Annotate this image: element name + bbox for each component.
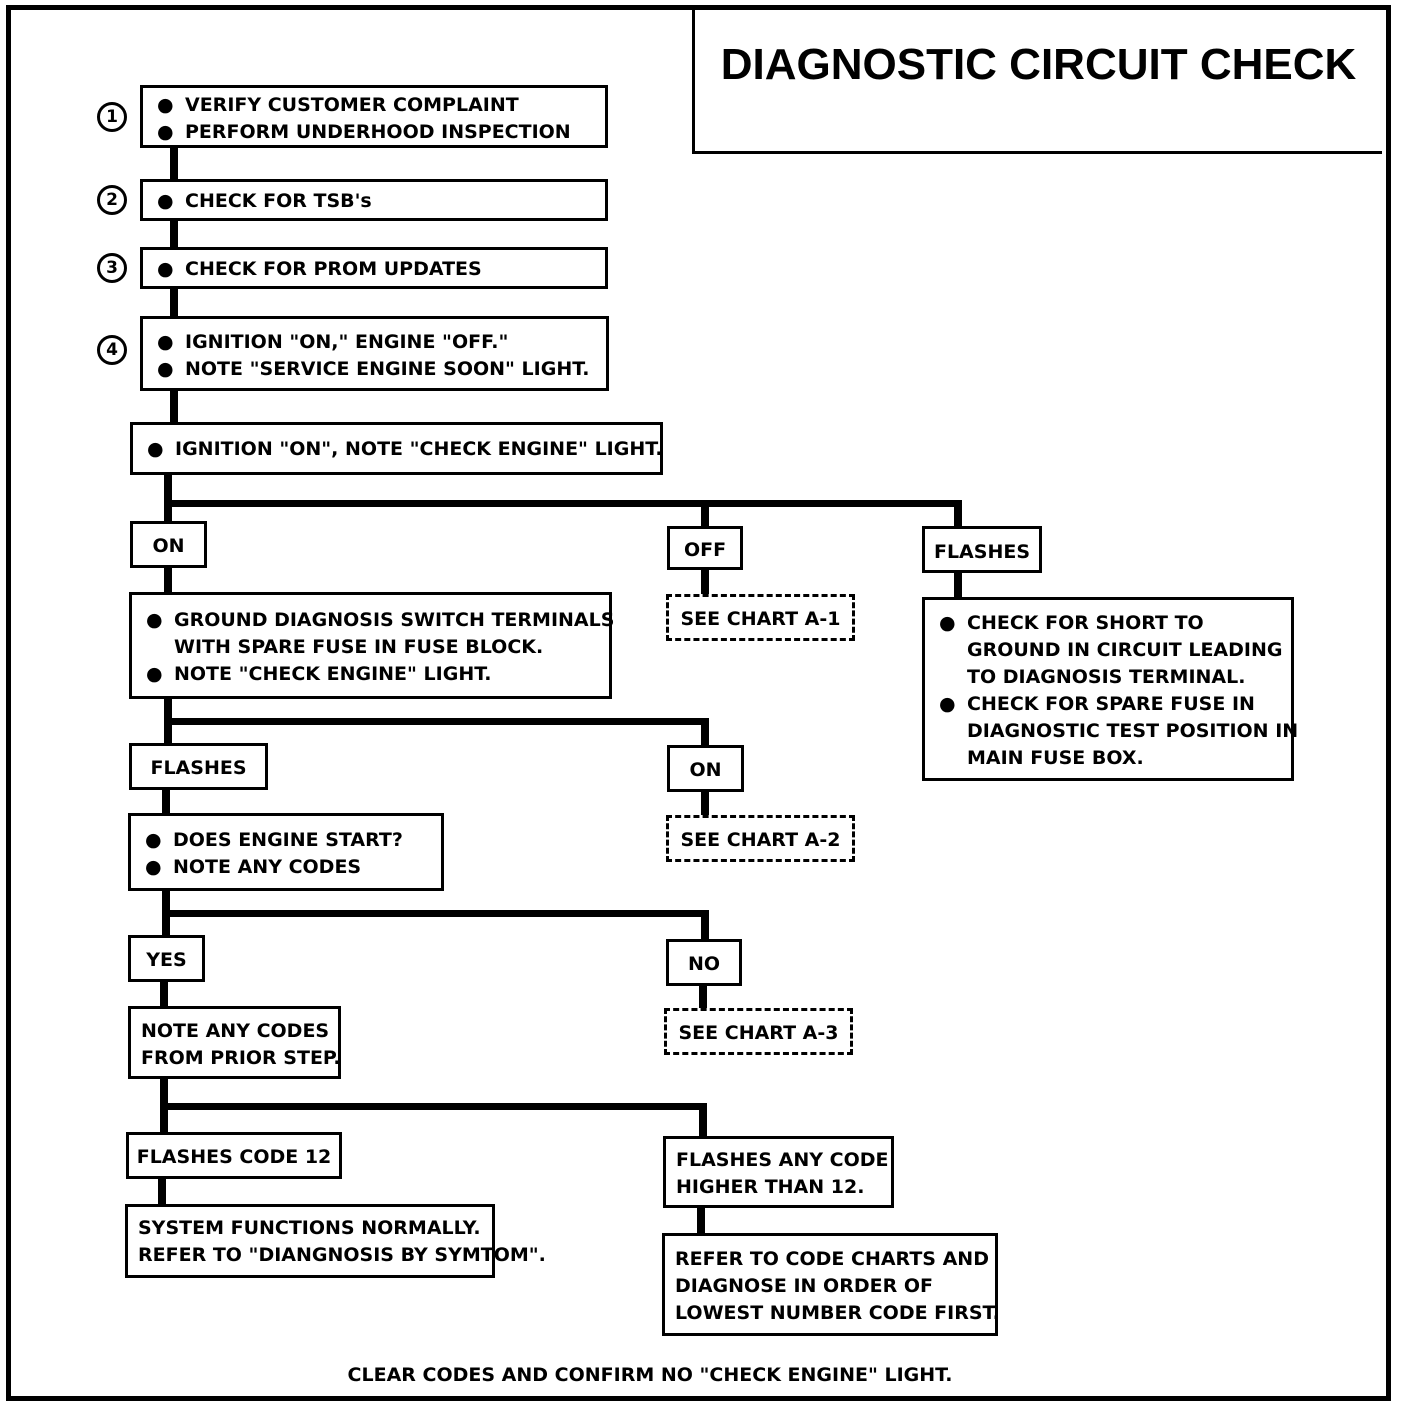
connector	[701, 910, 709, 942]
flashes-label-2: FLASHES	[129, 743, 268, 790]
connector	[164, 718, 709, 725]
connector	[170, 390, 178, 424]
refer-code-charts-line-2: DIAGNOSE IN ORDER OF	[675, 1275, 933, 1297]
connector	[164, 473, 172, 523]
see-chart-a3: SEE CHART A-3	[664, 1008, 853, 1055]
engine-check-box: ●DOES ENGINE START? ●NOTE ANY CODES	[128, 813, 444, 891]
short-check-line-2: GROUND IN CIRCUIT LEADING	[967, 639, 1283, 661]
connector	[701, 790, 709, 818]
step-number-4: 4	[97, 335, 127, 365]
footer-note: CLEAR CODES AND CONFIRM NO "CHECK ENGINE…	[347, 1364, 953, 1386]
higher-code-box: FLASHES ANY CODE HIGHER THAN 12.	[663, 1136, 894, 1208]
no-label: NO	[666, 939, 742, 986]
connector	[160, 981, 168, 1009]
title-box: DIAGNOSTIC CIRCUIT CHECK	[692, 10, 1382, 154]
step-1-line-2: PERFORM UNDERHOOD INSPECTION	[185, 121, 571, 143]
ground-check-box: ●GROUND DIAGNOSIS SWITCH TERMINALS WITH …	[129, 592, 615, 699]
note-codes-box: NOTE ANY CODES FROM PRIOR STEP.	[128, 1006, 341, 1079]
step-2-box: ●CHECK FOR TSB's	[140, 179, 608, 221]
engine-check-line-2: NOTE ANY CODES	[173, 856, 362, 878]
on-label: ON	[130, 521, 207, 568]
step-4-line-1: IGNITION "ON," ENGINE "OFF."	[185, 331, 509, 353]
refer-code-charts-line-1: REFER TO CODE CHARTS AND	[675, 1248, 989, 1270]
note-codes-line-1: NOTE ANY CODES	[141, 1020, 330, 1042]
off-label: OFF	[667, 526, 743, 570]
short-check-line-4: CHECK FOR SPARE FUSE IN	[967, 693, 1255, 715]
connector	[170, 288, 178, 318]
connector	[164, 500, 962, 507]
normal-function-box: SYSTEM FUNCTIONS NORMALLY. REFER TO "DIA…	[125, 1204, 546, 1278]
connector	[162, 788, 170, 816]
yes-label: YES	[128, 935, 205, 982]
step-1-line-1: VERIFY CUSTOMER COMPLAINT	[185, 94, 519, 116]
step-number-3: 3	[97, 253, 127, 283]
connector	[701, 500, 709, 528]
connector	[701, 568, 709, 596]
connector	[699, 1103, 707, 1139]
short-check-line-6: MAIN FUSE BOX.	[967, 747, 1144, 769]
step-2-line-1: CHECK FOR TSB's	[185, 190, 372, 212]
ground-check-line-2: WITH SPARE FUSE IN FUSE BLOCK.	[174, 636, 544, 658]
normal-function-line-1: SYSTEM FUNCTIONS NORMALLY.	[138, 1217, 481, 1239]
normal-function-line-2: REFER TO "DIANGNOSIS BY SYMTOM".	[138, 1244, 546, 1266]
outer-frame	[6, 5, 1391, 1401]
refer-code-charts-box: REFER TO CODE CHARTS AND DIAGNOSE IN ORD…	[662, 1233, 1000, 1336]
ground-check-line-3: NOTE "CHECK ENGINE" LIGHT.	[174, 663, 492, 685]
see-chart-a1: SEE CHART A-1	[666, 594, 855, 641]
flashes-label: FLASHES	[922, 526, 1042, 573]
engine-check-line-1: DOES ENGINE START?	[173, 829, 403, 851]
step-3-line-1: CHECK FOR PROM UPDATES	[185, 258, 482, 280]
see-chart-a2: SEE CHART A-2	[666, 815, 855, 862]
refer-code-charts-line-3: LOWEST NUMBER CODE FIRST.	[675, 1302, 1000, 1324]
connector	[697, 1206, 705, 1236]
connector	[158, 1177, 166, 1207]
ignition-check-box: ●IGNITION "ON", NOTE "CHECK ENGINE" LIGH…	[130, 422, 663, 475]
short-check-line-5: DIAGNOSTIC TEST POSITION IN	[967, 720, 1299, 742]
ground-check-line-1: GROUND DIAGNOSIS SWITCH TERMINALS	[174, 609, 615, 631]
page-title: DIAGNOSTIC CIRCUIT CHECK	[720, 40, 1357, 89]
connector	[170, 220, 178, 248]
connector	[699, 985, 707, 1011]
higher-code-line-2: HIGHER THAN 12.	[676, 1176, 865, 1198]
step-4-box: ●IGNITION "ON," ENGINE "OFF." ●NOTE "SER…	[140, 316, 609, 391]
connector	[954, 571, 962, 599]
step-3-box: ●CHECK FOR PROM UPDATES	[140, 247, 608, 289]
higher-code-line-1: FLASHES ANY CODE	[676, 1149, 889, 1171]
short-check-line-3: TO DIAGNOSIS TERMINAL.	[967, 666, 1246, 688]
on-label-2: ON	[667, 745, 744, 792]
connector	[164, 566, 172, 596]
connector	[160, 1103, 707, 1110]
short-check-line-1: CHECK FOR SHORT TO	[967, 612, 1204, 634]
step-4-line-2: NOTE "SERVICE ENGINE SOON" LIGHT.	[185, 358, 590, 380]
code-12-label: FLASHES CODE 12	[126, 1132, 342, 1179]
ignition-check-text: IGNITION "ON", NOTE "CHECK ENGINE" LIGHT…	[175, 438, 663, 460]
step-number-2: 2	[97, 185, 127, 215]
short-check-box: ●CHECK FOR SHORT TO GROUND IN CIRCUIT LE…	[922, 597, 1298, 781]
connector	[170, 146, 178, 182]
connector	[162, 910, 709, 917]
note-codes-line-2: FROM PRIOR STEP.	[141, 1047, 341, 1069]
connector	[701, 718, 709, 746]
step-1-box: ●VERIFY CUSTOMER COMPLAINT ●PERFORM UNDE…	[140, 85, 608, 148]
step-number-1: 1	[97, 102, 127, 132]
connector	[954, 500, 962, 530]
